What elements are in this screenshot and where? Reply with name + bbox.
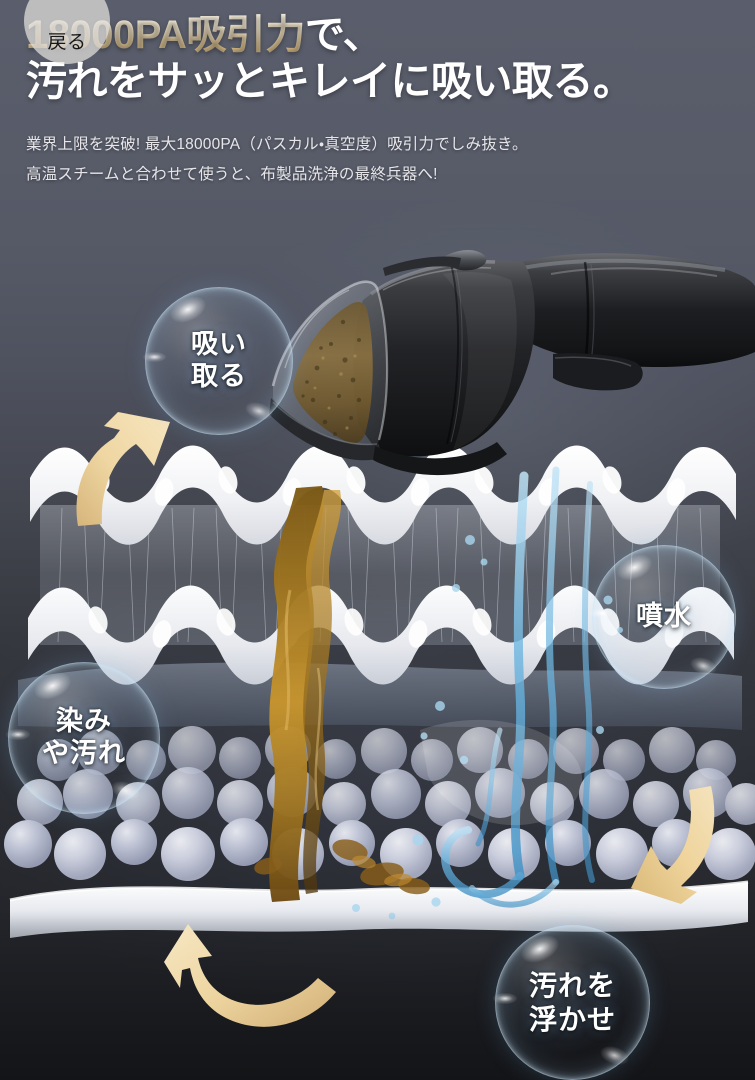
bubble-glint-icon: [6, 729, 30, 740]
headline-line-1: 18000PA吸引力で、: [26, 14, 737, 57]
headline-line-1-suffix: で、: [304, 13, 383, 57]
callout-line1: 吸い: [191, 329, 247, 360]
subtitle-line-2: 高温スチームと合わせて使うと、布製品洗浄の最終兵器へ!: [26, 165, 438, 183]
fabric-cross-section-illustration: [4, 445, 755, 938]
airflow-arrow-up-left-icon: [76, 412, 170, 526]
callout-line1: 汚れを: [528, 970, 616, 1002]
dirt-stream: [254, 486, 430, 902]
airflow-arrow-down-left-icon: [631, 786, 715, 904]
callout-bubble-lift-label: 汚れを 浮かせ: [529, 969, 616, 1035]
subtitle-line-1: 業界上限を突破! 最大18000PA（パスカル・真空度）吸引力でしみ抜き。: [26, 135, 528, 153]
back-button-label: 戻る: [47, 32, 87, 53]
airflow-arrow-up-right-icon: [164, 924, 336, 1027]
bubble-glint-icon: [492, 993, 518, 1005]
vacuum-nozzle-icon: [269, 250, 755, 476]
callout-line1: 噴水: [636, 601, 692, 632]
callout-line2: 浮かせ: [528, 1003, 616, 1035]
callout-bubble-stain-label: 染み や汚れ: [42, 706, 126, 770]
callout-bubble-suck: 吸い 取る: [143, 287, 293, 435]
subtitle-block: 業界上限を突破! 最大18000PA（パスカル・真空度）吸引力でしみ抜き。 高温…: [26, 130, 737, 190]
callout-line2: 取る: [191, 361, 247, 391]
callout-bubble-spray-label: 噴水: [636, 601, 692, 633]
header-text-block: 18000PA吸引力で、 汚れをサッとキレイに吸い取る。 業界上限を突破! 最大…: [0, 0, 755, 190]
fabric-layer-top: [30, 445, 736, 545]
bubble-glint-icon: [590, 608, 613, 619]
headline-line-2: 汚れをサッとキレイに吸い取る。: [26, 57, 634, 104]
water-jets: [441, 466, 595, 908]
callout-line1: 染み: [56, 706, 112, 737]
callout-bubble-spray: 噴水: [590, 545, 736, 689]
bubble-glint-icon: [143, 352, 167, 363]
callout-bubble-lift: 汚れを 浮かせ: [492, 925, 650, 1080]
callout-bubble-suck-label: 吸い 取る: [191, 329, 247, 393]
callout-line2: や汚れ: [42, 738, 126, 768]
callout-bubble-stain: 染み や汚れ: [6, 662, 160, 814]
